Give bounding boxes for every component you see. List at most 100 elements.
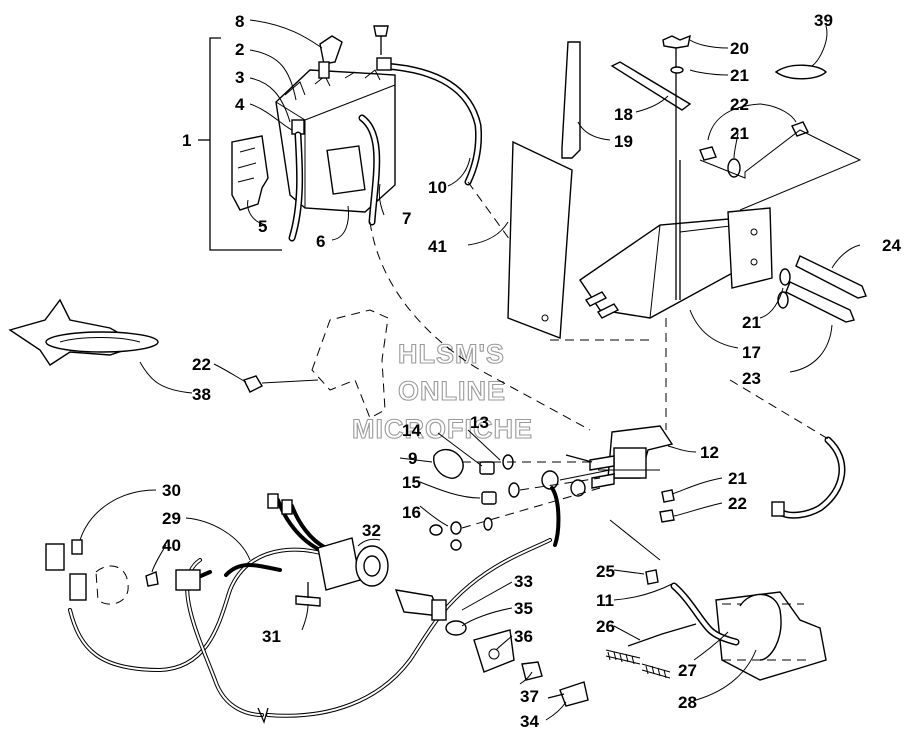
callout-22-bracket: 22 [192, 355, 211, 374]
nut-22-solenoid [659, 509, 675, 523]
cable-strap [774, 64, 827, 80]
callout-5: 5 [258, 217, 267, 236]
starter-cable-terminal [771, 501, 785, 517]
callout-28: 28 [678, 693, 697, 712]
battery-cover [231, 135, 269, 211]
diode [295, 595, 321, 607]
callout-21-mid: 21 [730, 124, 749, 143]
cable-10-terminal [376, 57, 392, 71]
battery-edges [275, 84, 396, 208]
callout-27: 27 [678, 661, 697, 680]
battery-group [198, 25, 482, 251]
callout-3: 3 [235, 68, 244, 87]
callout-23: 23 [742, 369, 761, 388]
nut-22-left [699, 146, 717, 161]
battery-tray-group [579, 34, 867, 323]
connector-30b [69, 573, 87, 601]
connector-spade-a [267, 493, 279, 509]
callout-10: 10 [428, 178, 447, 197]
callout-37: 37 [520, 687, 539, 706]
callout-4: 4 [235, 95, 245, 114]
solenoid-terminal-b [591, 473, 615, 489]
callout-33: 33 [514, 572, 533, 591]
callout-21-top: 21 [730, 66, 749, 85]
callout-34: 34 [520, 712, 539, 731]
nut-22-bracket [243, 375, 263, 393]
stud-bolt-b [596, 303, 620, 319]
callout-13: 13 [470, 413, 489, 432]
watermark-line-1: HLSM'S [398, 339, 505, 369]
bracket-area [8, 298, 389, 419]
battery-group-bracket [209, 37, 282, 251]
switch-threads [431, 599, 447, 621]
callout-21-solenoid: 21 [728, 469, 747, 488]
mounting-bracket [311, 309, 389, 419]
starter-cable [776, 436, 846, 519]
callout-9: 9 [408, 449, 417, 468]
callout-36: 36 [514, 627, 533, 646]
nut-14 [481, 491, 497, 505]
hold-down-bracket [610, 61, 692, 111]
callout-19: 19 [614, 132, 633, 151]
washer-21-mid [727, 158, 741, 178]
battery-tray-edges [579, 224, 731, 319]
harness-break [257, 707, 269, 724]
callout-7: 7 [402, 209, 411, 228]
callout-29: 29 [162, 509, 181, 528]
stud-bolt-a [584, 291, 608, 307]
callout-labels: 1 2 3 4 5 6 7 8 9 10 11 12 13 14 15 16 1… [162, 11, 901, 731]
callout-2: 2 [235, 40, 244, 59]
spring-a [605, 649, 641, 665]
callout-12: 12 [700, 443, 719, 462]
callout-1: 1 [182, 131, 191, 150]
callout-6: 6 [316, 232, 325, 251]
connector-socket [95, 565, 129, 605]
tray-bolt-24 [795, 255, 867, 299]
starter-clamp [739, 593, 782, 661]
emblem-decal [45, 331, 159, 353]
wing-nut [662, 34, 691, 49]
solenoid-group [565, 425, 846, 523]
solenoid [613, 447, 647, 479]
spring-b [641, 663, 671, 679]
callout-35: 35 [514, 599, 533, 618]
guide-lines [369, 129, 862, 561]
connector-spade-b [281, 499, 293, 515]
callout-18: 18 [614, 105, 633, 124]
terminal-cover [319, 35, 343, 65]
washer-21-solenoid [661, 489, 675, 503]
tray-bolt-23 [785, 281, 855, 323]
cable-10 [381, 62, 482, 186]
callout-30: 30 [162, 481, 181, 500]
ignition-key [559, 681, 589, 707]
callout-26: 26 [596, 617, 615, 636]
callout-17: 17 [742, 343, 761, 362]
callout-22-top: 22 [730, 95, 749, 114]
small-hardware [429, 449, 601, 551]
solenoid-terminal-a [589, 455, 615, 471]
starter-group [605, 569, 827, 681]
harness-tail [266, 538, 552, 718]
watermark-line-2: ONLINE [398, 376, 506, 406]
battery-cover-lines [237, 147, 257, 183]
callout-11: 11 [596, 591, 614, 610]
washer-21-tray-a [779, 268, 791, 286]
battery-tray [579, 217, 741, 319]
terminal-cover-neck [318, 61, 330, 79]
callout-21-tray: 21 [742, 313, 761, 332]
callout-38: 38 [192, 385, 211, 404]
washer-14 [508, 482, 520, 498]
switch-plate [473, 629, 515, 673]
ignition-group [394, 589, 589, 707]
nut-13 [479, 461, 495, 475]
washer-21-top [670, 66, 684, 74]
callout-39: 39 [814, 11, 833, 30]
leader-lines [79, 19, 861, 721]
ring-terminal-b [570, 479, 586, 497]
watermark-line-3: MICROFICHE [352, 414, 533, 444]
switch-nut [521, 661, 543, 681]
main-connector [317, 537, 361, 591]
connector-harness-end [175, 569, 201, 591]
callout-15: 15 [402, 473, 421, 492]
